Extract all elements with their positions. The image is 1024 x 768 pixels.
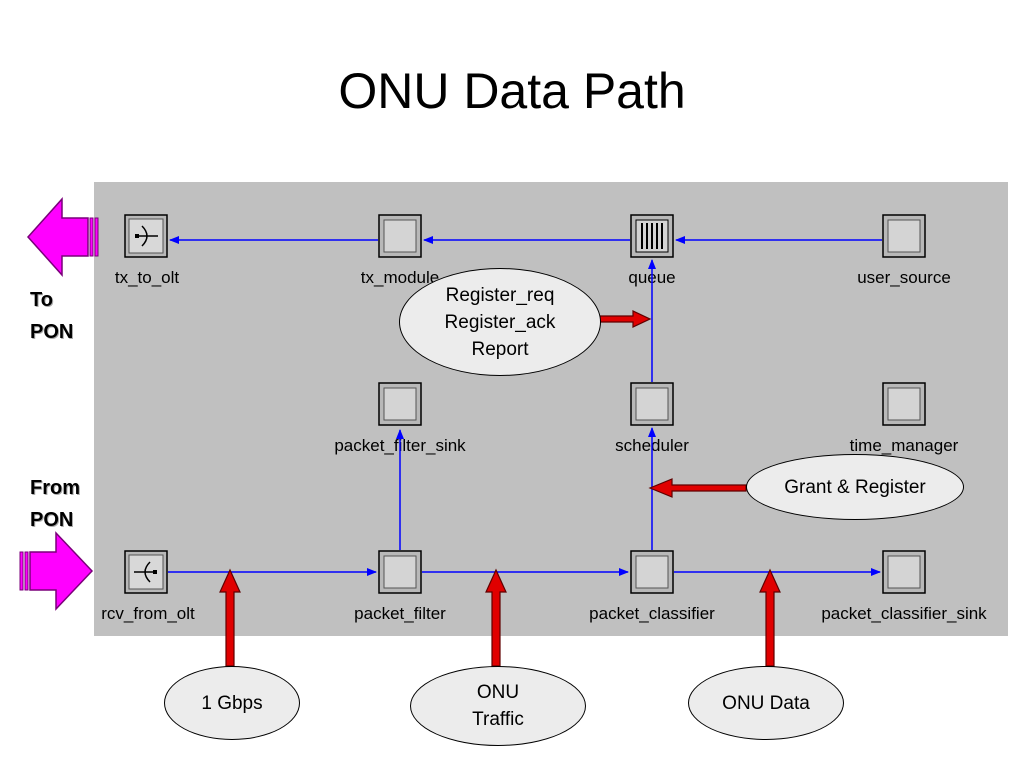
user-source-node[interactable] bbox=[882, 214, 926, 258]
page-title: ONU Data Path bbox=[338, 63, 686, 119]
node-label-rcv-from-olt: rcv_from_olt bbox=[101, 604, 195, 623]
control-messages-arrow bbox=[599, 310, 652, 328]
callout-line: Register_req bbox=[445, 284, 555, 306]
data-arrow bbox=[759, 568, 781, 667]
callout-line: ONU bbox=[476, 682, 520, 703]
time-manager-node[interactable] bbox=[882, 382, 926, 426]
node-label-packet-filter: packet_filter bbox=[354, 604, 446, 623]
rate-arrow bbox=[219, 568, 241, 667]
processor-icon bbox=[882, 550, 926, 594]
processor-icon bbox=[378, 550, 422, 594]
callout-line: Traffic bbox=[472, 709, 524, 730]
packet-filter-sink-node[interactable] bbox=[378, 382, 422, 426]
rcv-from-olt-node[interactable] bbox=[124, 550, 168, 594]
from-pon-label: From PON bbox=[30, 472, 80, 536]
callout-line: Register_ack bbox=[444, 311, 556, 333]
packet-classifier-node[interactable] bbox=[630, 550, 674, 594]
to-pon-line-2: PON bbox=[30, 321, 74, 343]
packet-classifier-sink-node[interactable] bbox=[882, 550, 926, 594]
queue-icon bbox=[630, 214, 674, 258]
grant-register-callout: Grant & Register bbox=[746, 454, 964, 520]
data-callout: ONU Data bbox=[688, 666, 844, 740]
control-messages-callout: Register_req Register_ack Report bbox=[399, 268, 601, 376]
tx-module-node[interactable] bbox=[378, 214, 422, 258]
node-label-tx-module: tx_module bbox=[360, 268, 440, 287]
callout-line: Report bbox=[471, 338, 529, 360]
to-pon-line-1: To bbox=[30, 289, 53, 311]
scheduler-node[interactable] bbox=[630, 382, 674, 426]
rate-callout: 1 Gbps bbox=[164, 666, 300, 740]
tx-to-olt-node[interactable] bbox=[124, 214, 168, 258]
processor-icon bbox=[882, 214, 926, 258]
node-label-user-source: user_source bbox=[857, 268, 951, 287]
grant-register-arrow bbox=[648, 478, 747, 498]
packet-filter-node[interactable] bbox=[378, 550, 422, 594]
callout-line: Grant & Register bbox=[784, 476, 926, 498]
from-pon-arrow bbox=[19, 531, 94, 611]
processor-icon bbox=[630, 550, 674, 594]
processor-icon bbox=[378, 214, 422, 258]
queue-node[interactable] bbox=[630, 214, 674, 258]
callout-line: 1 Gbps bbox=[201, 692, 263, 714]
to-pon-arrow bbox=[26, 197, 99, 277]
callout-line: ONU Data bbox=[722, 692, 810, 714]
node-label-packet-classifier: packet_classifier bbox=[589, 604, 715, 623]
traffic-arrow bbox=[485, 568, 507, 667]
processor-icon bbox=[378, 382, 422, 426]
node-label-tx-to-olt: tx_to_olt bbox=[114, 268, 180, 287]
from-pon-line-1: From bbox=[30, 477, 80, 499]
node-label-packet-classifier-sink: packet_classifier_sink bbox=[821, 604, 987, 623]
from-pon-line-2: PON bbox=[30, 509, 74, 531]
processor-icon bbox=[630, 382, 674, 426]
to-pon-label: To PON bbox=[30, 284, 73, 348]
diagram-canvas bbox=[94, 182, 1008, 636]
node-label-time-manager: time_manager bbox=[849, 436, 959, 455]
transmitter-icon bbox=[124, 214, 168, 258]
processor-icon bbox=[882, 382, 926, 426]
receiver-icon bbox=[124, 550, 168, 594]
traffic-callout: ONU Traffic bbox=[410, 666, 586, 746]
